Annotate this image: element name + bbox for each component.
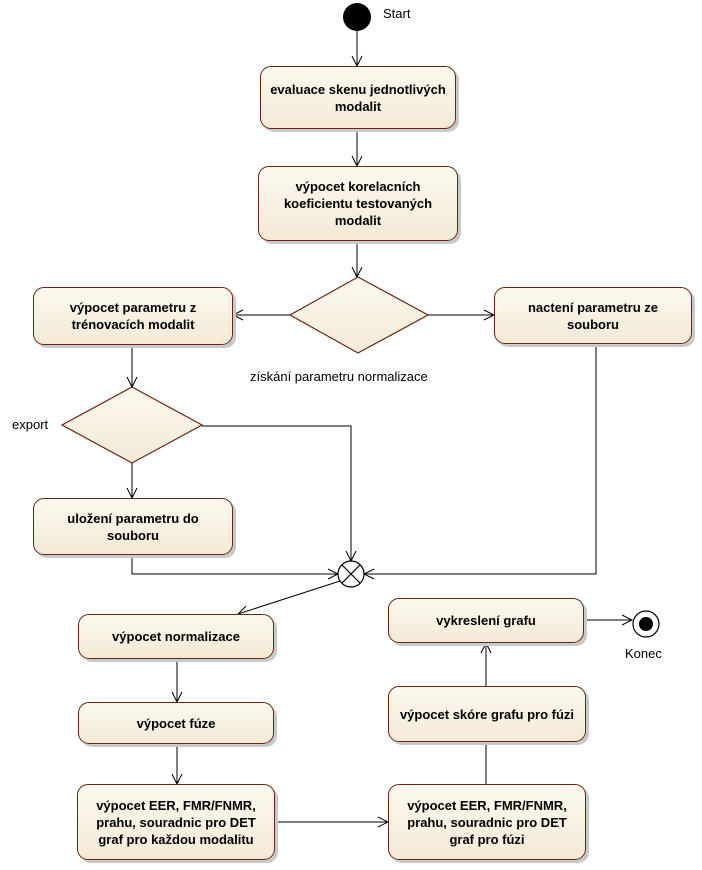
end-node (632, 610, 660, 638)
flow-merge-to-normalizace (238, 580, 341, 614)
decision-export-diamond (60, 386, 204, 464)
decision-export-label: export (12, 417, 49, 432)
activity-vypocet-parametru: výpocet parametru z trénovacích modalit (33, 287, 233, 345)
flow-nacteni-to-merge (364, 344, 597, 574)
activity-eer-modality: výpocet EER, FMR/FNMR, prahu, souradnic … (77, 784, 275, 860)
activity-vykresleni-grafu: vykreslení grafu (388, 598, 584, 643)
start-node (343, 3, 371, 31)
flow-ulozeni-to-merge (131, 555, 338, 574)
activity-ulozeni-parametru: uložení parametru do souboru (33, 498, 233, 555)
decision-normalizace-label: získání parametru normalizace (250, 369, 428, 384)
merge-node (337, 560, 365, 588)
activity-normalizace: výpocet normalizace (78, 614, 274, 659)
flow-export-to-merge (202, 425, 351, 561)
activity-skore-grafu: výpocet skóre grafu pro fúzi (388, 686, 586, 742)
activity-fuze: výpocet fúze (78, 702, 274, 744)
end-label: Konec (625, 646, 662, 661)
start-label: Start (383, 6, 411, 21)
activity-eer-fuze: výpocet EER, FMR/FNMR, prahu, souradnic … (388, 784, 586, 860)
activity-evaluace: evaluace skenu jednotlivých modalit (260, 66, 456, 129)
decision-normalizace-diamond (288, 276, 430, 354)
activity-nacteni-parametru: nactení parametru ze souboru (494, 287, 692, 344)
activity-korelace: výpocet korelacních koeficientu testovan… (258, 166, 458, 241)
